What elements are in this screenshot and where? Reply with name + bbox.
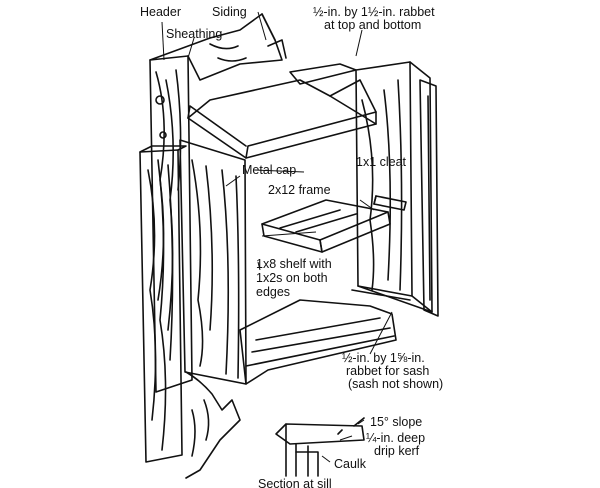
rabbet-strip (419, 79, 439, 317)
frame-label: 2x12 frame (268, 183, 331, 197)
metal-cap-label: Metal cap (242, 163, 297, 177)
siding-label: Siding (212, 5, 247, 19)
rabbet-top-label-line1: ½-in. by 1½-in. rabbet (313, 5, 435, 19)
shelf-label-line1: 1x8 shelf with (256, 257, 332, 271)
drip-kerf-label-line2: drip kerf (374, 444, 420, 458)
caulk-label: Caulk (334, 457, 366, 471)
left-side-board (139, 145, 187, 463)
shelf (261, 199, 391, 253)
rabbet-sash-label-line1: ½-in. by 1⅝-in. (342, 351, 425, 365)
rabbet-top-label-line2: at top and bottom (324, 18, 422, 32)
back-panel (355, 61, 433, 313)
rabbet-sash-label-line2: rabbet for sash (346, 364, 430, 378)
torn-bottom (185, 371, 241, 479)
cleat-label: 1x1 cleat (356, 155, 407, 169)
leader-lines (161, 11, 393, 463)
drip-kerf-label-line1: ¼-in. deep (366, 431, 426, 445)
metal-cap (187, 79, 377, 159)
bottom-sill (239, 289, 411, 385)
shelf-label-line2: 1x2s on both (256, 271, 328, 285)
rabbet-sash-label-line3: (sash not shown) (348, 377, 444, 391)
cleat (373, 195, 407, 211)
section-label: Section at sill (258, 477, 332, 488)
sheathing-label: Sheathing (166, 27, 223, 41)
slope-label: 15° slope (370, 415, 423, 429)
shelf-label-line3: edges (256, 285, 291, 299)
sill-section-detail (275, 417, 365, 477)
header-label: Header (140, 5, 181, 19)
